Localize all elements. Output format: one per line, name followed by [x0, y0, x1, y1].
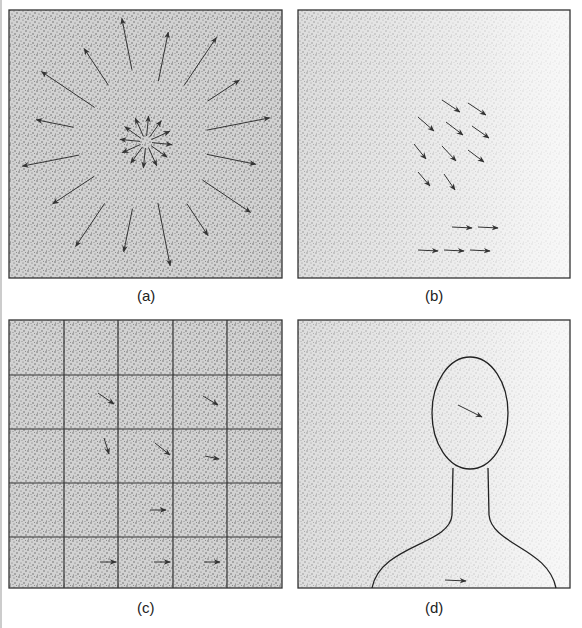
motion-vector	[122, 144, 140, 152]
frame-line	[1, 0, 2, 628]
motion-vector	[158, 32, 168, 81]
panel-c	[9, 320, 282, 588]
motion-vector	[207, 118, 270, 130]
motion-vector	[158, 203, 170, 266]
motion-vector	[125, 127, 141, 139]
motion-vector	[41, 72, 94, 108]
block-grid	[9, 320, 282, 588]
panel-label: (c)	[137, 599, 155, 616]
object-vectors	[445, 405, 482, 581]
motion-vector	[84, 49, 108, 86]
motion-vector	[120, 139, 140, 141]
motion-vector	[53, 176, 95, 204]
motion-vector	[131, 147, 143, 163]
motion-vector	[122, 18, 132, 69]
body-outline	[372, 468, 556, 588]
panel-d	[298, 320, 570, 588]
motion-vector	[207, 154, 256, 164]
panel-b-shade	[298, 10, 570, 278]
motion-vector	[150, 121, 162, 137]
block-vectors	[98, 393, 220, 562]
panel-a	[9, 10, 282, 278]
motion-vector	[147, 116, 149, 136]
motion-vector	[151, 131, 169, 139]
panel-b	[298, 10, 570, 278]
motion-vector	[184, 37, 216, 85]
motion-vector	[22, 155, 79, 166]
motion-vector	[151, 146, 167, 158]
motion-vector	[202, 180, 250, 212]
motion-vector	[208, 80, 240, 101]
panel-label: (d)	[425, 599, 443, 616]
panel-d-shade	[298, 320, 570, 588]
motion-vector	[143, 148, 145, 168]
head-outline	[432, 357, 508, 469]
panel-label: (b)	[425, 287, 443, 304]
motion-vector	[124, 209, 133, 252]
motion-vector	[152, 143, 172, 145]
motion-vector	[148, 147, 156, 165]
motion-vector	[135, 118, 143, 136]
motion-vector	[187, 204, 208, 236]
motion-vector	[36, 120, 73, 128]
motion-vector	[76, 203, 105, 246]
flow-vectors	[414, 100, 498, 251]
expansion-field	[22, 18, 269, 265]
panel-label: (a)	[137, 287, 155, 304]
